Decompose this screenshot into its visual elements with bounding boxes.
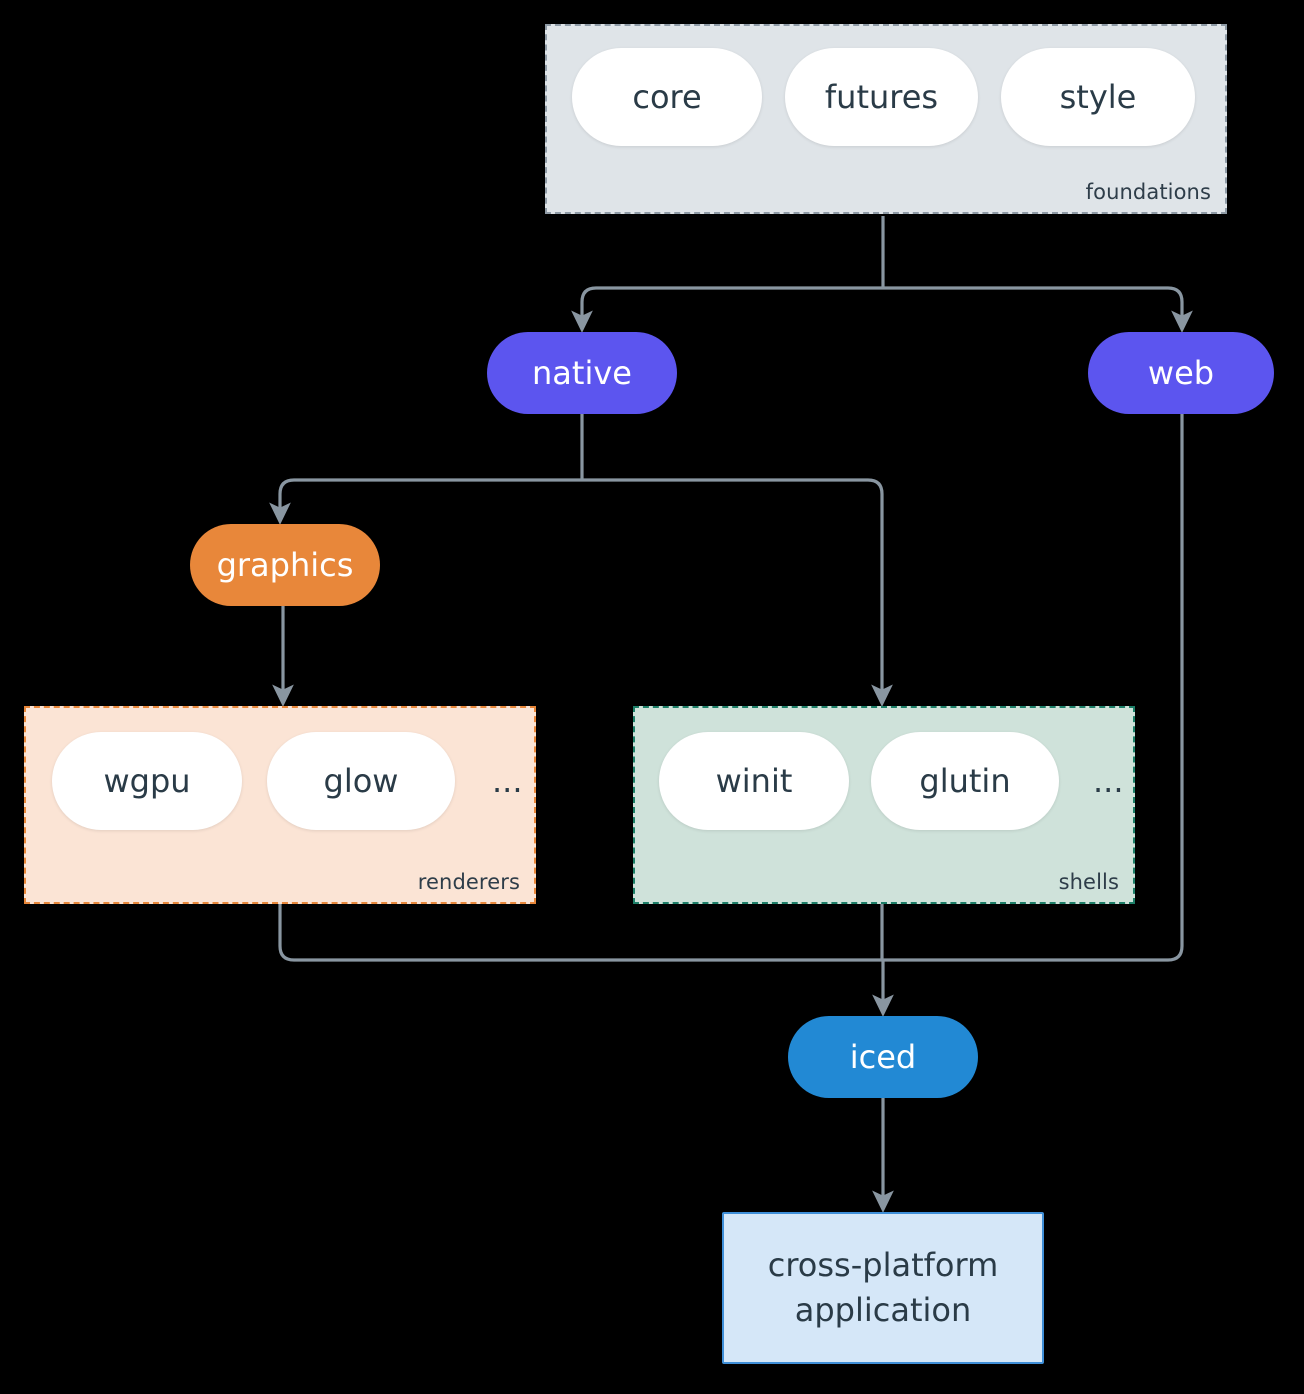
renderers-overflow-ellipsis: ... — [492, 762, 523, 800]
shells-overflow-ellipsis: ... — [1093, 762, 1124, 800]
group-label-renderers: renderers — [417, 870, 520, 894]
node-glutin[interactable]: glutin — [871, 732, 1059, 830]
group-foundations: core futures style foundations — [545, 24, 1227, 214]
group-shells: winit glutin ... shells — [633, 706, 1135, 904]
renderers-items: wgpu glow ... — [52, 732, 523, 830]
group-renderers: wgpu glow ... renderers — [24, 706, 536, 904]
edge-foundations-to-web — [883, 286, 1193, 333]
shells-items: winit glutin ... — [659, 732, 1124, 830]
application-label-line1: cross-platform — [767, 1245, 999, 1284]
node-core[interactable]: core — [572, 48, 762, 146]
foundations-items: core futures style — [572, 48, 1195, 146]
node-iced[interactable]: iced — [788, 1016, 978, 1098]
group-label-foundations: foundations — [1085, 180, 1211, 204]
node-web[interactable]: web — [1088, 332, 1274, 414]
edge-foundations-to-native — [571, 286, 883, 333]
node-graphics[interactable]: graphics — [190, 524, 380, 606]
node-style[interactable]: style — [1001, 48, 1195, 146]
node-cross-platform-application[interactable]: cross-platform application — [722, 1212, 1044, 1364]
node-futures[interactable]: futures — [785, 48, 978, 146]
node-glow[interactable]: glow — [267, 732, 455, 830]
node-native[interactable]: native — [487, 332, 677, 414]
node-winit[interactable]: winit — [659, 732, 849, 830]
edge-renderers-to-iced — [278, 904, 883, 962]
group-label-shells: shells — [1058, 870, 1119, 894]
edge-native-to-graphics — [269, 478, 582, 525]
application-label-line2: application — [794, 1291, 972, 1329]
node-wgpu[interactable]: wgpu — [52, 732, 242, 830]
edge-native-to-shells — [582, 478, 893, 707]
